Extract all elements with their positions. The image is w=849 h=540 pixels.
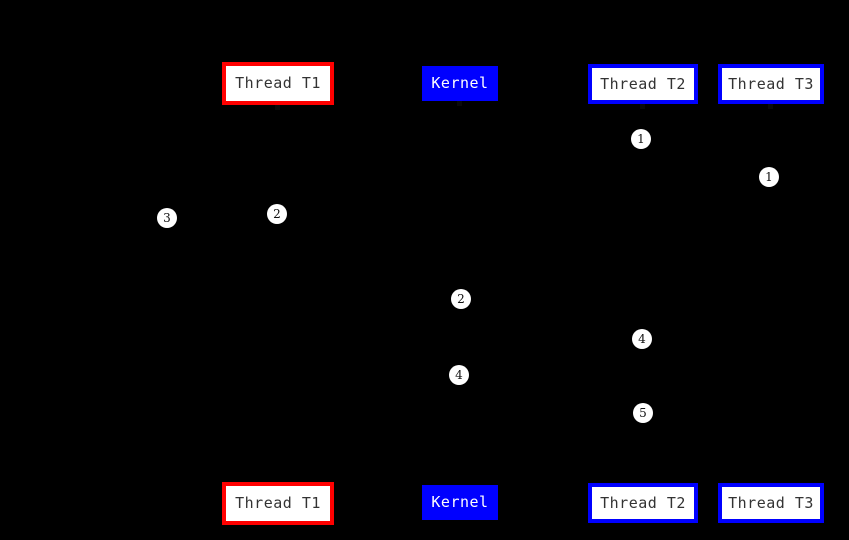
step-badge: 3 xyxy=(157,208,177,228)
message-arrow xyxy=(460,131,642,133)
participant-label: Thread T3 xyxy=(728,493,814,512)
participant-label: Thread T2 xyxy=(600,493,686,512)
step-badge: 4 xyxy=(449,365,469,385)
participant-kernel[interactable]: Kernel xyxy=(422,66,498,101)
step-badge: 5 xyxy=(633,403,653,423)
step-badge-number: 5 xyxy=(639,406,647,420)
participant-label: Thread T1 xyxy=(235,494,321,512)
lifeline-anchor xyxy=(768,104,773,109)
step-badge-number: 2 xyxy=(273,207,281,221)
message-arrow xyxy=(277,291,460,293)
step-badge: 1 xyxy=(631,129,651,149)
participant-label: Thread T2 xyxy=(600,74,686,93)
step-badge-number: 4 xyxy=(638,332,646,346)
step-badge: 2 xyxy=(267,204,287,224)
step-badge-number: 3 xyxy=(163,211,171,225)
lifeline xyxy=(641,104,643,483)
lifeline-anchor xyxy=(640,104,645,109)
step-badge: 2 xyxy=(451,289,471,309)
participant-t1-bottom[interactable]: Thread T1 xyxy=(222,482,334,525)
step-badge-number: 2 xyxy=(457,292,465,306)
participant-t2-bottom[interactable]: Thread T2 xyxy=(588,483,698,523)
participant-label: Kernel xyxy=(431,74,489,92)
message-arrow xyxy=(460,367,642,369)
step-badge-number: 4 xyxy=(455,368,463,382)
step-badge: 4 xyxy=(632,329,652,349)
lifeline-anchor xyxy=(457,101,462,106)
participant-t3[interactable]: Thread T3 xyxy=(718,64,824,104)
message-arrow xyxy=(460,331,642,333)
participant-label: Kernel xyxy=(431,493,489,511)
participant-label: Thread T1 xyxy=(235,74,321,92)
lifeline xyxy=(276,105,278,482)
step-badge-number: 1 xyxy=(765,170,773,184)
lifeline-anchor xyxy=(275,105,280,110)
participant-t3-bottom[interactable]: Thread T3 xyxy=(718,483,824,523)
lifeline xyxy=(769,104,771,483)
message-arrow xyxy=(460,405,642,407)
participant-t1[interactable]: Thread T1 xyxy=(222,62,334,105)
participant-label: Thread T3 xyxy=(728,74,814,93)
message-arrow xyxy=(160,226,277,228)
participant-t2[interactable]: Thread T2 xyxy=(588,64,698,104)
participant-kernel-bottom[interactable]: Kernel xyxy=(422,485,498,520)
step-badge: 1 xyxy=(759,167,779,187)
message-arrow xyxy=(277,206,460,208)
step-badge-number: 1 xyxy=(637,132,645,146)
message-arrow xyxy=(460,169,770,171)
